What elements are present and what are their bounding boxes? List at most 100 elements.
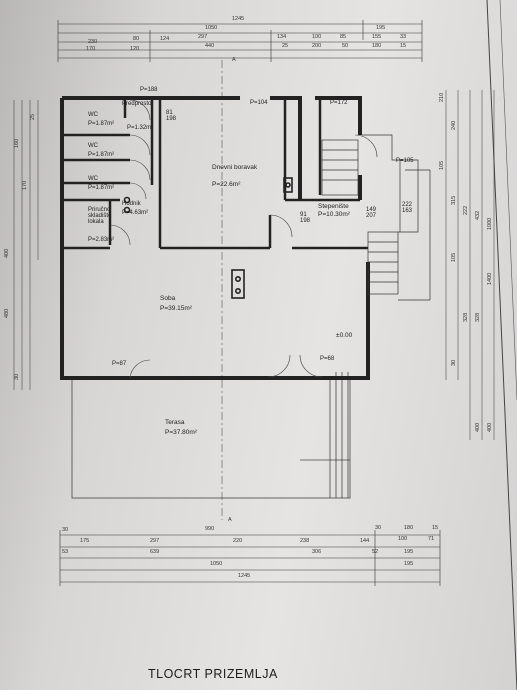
dim-top-200: 200 xyxy=(312,43,322,49)
mark-81-198: 81 198 xyxy=(166,110,177,122)
dim-bot-639: 639 xyxy=(150,549,160,555)
dim-top-120: 120 xyxy=(130,46,140,52)
mark-91-198: 91 198 xyxy=(300,212,311,224)
dim-top-180: 180 xyxy=(372,43,382,49)
dim-top-297: 297 xyxy=(198,34,208,40)
wc1-area: P=1.87m² xyxy=(88,121,115,127)
dim-left-3: 170 xyxy=(22,180,28,190)
dim-right-9: 328 xyxy=(463,312,469,322)
dim-bot-1245: 1245 xyxy=(238,573,251,579)
mark-p104: P=104 xyxy=(250,100,268,106)
dim-bot-195: 195 xyxy=(404,549,414,555)
terrace-outline xyxy=(71,372,351,499)
mark-p172: P=172 xyxy=(330,100,348,106)
terasa-label: Terasa xyxy=(165,419,185,426)
predprostor-label: Predprostor xyxy=(122,101,154,107)
dim-bot-238: 238 xyxy=(300,538,310,544)
dim-bot-1050: 1050 xyxy=(210,561,223,567)
wc3-label: WC xyxy=(88,176,98,182)
mark-p105: P=105 xyxy=(396,158,414,164)
section-mark-bottom: A xyxy=(228,517,232,523)
mark-p188: P=188 xyxy=(140,87,158,93)
dim-right-0: 210 xyxy=(439,92,445,102)
spremiste-area: P=2.83m² xyxy=(88,237,115,243)
mark-222-163: 222 163 xyxy=(402,202,413,214)
outer-walls xyxy=(60,96,370,380)
plan-title: TLOCRT PRIZEMLJA xyxy=(148,667,278,681)
stepeniste-label: Stepenište xyxy=(318,203,349,210)
dim-left-1: 400 xyxy=(4,248,10,258)
right-dimensions xyxy=(445,90,495,440)
hodnik-area: P=4.63m² xyxy=(122,210,149,216)
dim-right-13: 400 xyxy=(487,422,493,432)
dim-bot-52: 52 xyxy=(372,549,379,555)
dim-bot-30: 30 xyxy=(62,527,69,533)
wc2-label: WC xyxy=(88,143,98,149)
dim-top-15: 15 xyxy=(400,43,407,49)
dim-bot-30b: 30 xyxy=(375,525,382,531)
bottom-dimensions xyxy=(59,530,441,586)
dim-top-440: 440 xyxy=(205,43,215,49)
dim-bot-15: 15 xyxy=(432,525,439,531)
terasa-area: P=37.80m² xyxy=(165,429,197,436)
door-swings xyxy=(109,99,378,379)
section-mark-top: A xyxy=(232,57,236,63)
chimney xyxy=(123,177,293,299)
dim-right-10: 328 xyxy=(475,312,481,322)
level-mark: ±0.00 xyxy=(336,332,353,339)
dim-top-170: 170 xyxy=(86,46,96,52)
dim-bot-306: 306 xyxy=(312,549,322,555)
inner-walls xyxy=(62,100,368,250)
dim-right-6: 1000 xyxy=(487,217,493,230)
dim-top-155: 155 xyxy=(372,34,382,40)
hodnik-label: Hodnik xyxy=(122,201,141,207)
dim-bot-175: 175 xyxy=(80,538,90,544)
dim-top-85: 85 xyxy=(340,34,347,40)
dim-top-134: 134 xyxy=(277,34,287,40)
stepeniste-area: P=10.30m² xyxy=(318,211,350,218)
dim-left-2: 160 xyxy=(14,138,20,148)
top-dimensions xyxy=(57,20,423,62)
mark-p87: P=87 xyxy=(112,361,127,367)
dim-top-33: 33 xyxy=(400,34,407,40)
dim-left-0: 480 xyxy=(4,308,10,318)
wc1-label: WC xyxy=(88,112,98,118)
dim-right-7: 105 xyxy=(451,252,457,262)
dim-bot-53: 53 xyxy=(62,549,69,555)
spremiste-label: Priručno skladište lokala xyxy=(88,207,112,225)
dim-bot-144: 144 xyxy=(360,538,370,544)
dim-top-50: 50 xyxy=(342,43,349,49)
dim-top-25: 25 xyxy=(282,43,289,49)
left-dimensions xyxy=(13,100,39,390)
wc3-area: P=1.87m² xyxy=(88,185,115,191)
dim-top-100: 100 xyxy=(312,34,322,40)
wc2-area: P=1.87m² xyxy=(88,152,115,158)
dim-top-124: 124 xyxy=(160,36,170,42)
soba-label: Soba xyxy=(160,295,176,302)
dim-right-8: 1400 xyxy=(487,272,493,285)
dim-right-5: 432 xyxy=(475,210,481,220)
dim-right-11: 30 xyxy=(451,359,457,366)
dnevni-label: Dnevni boravak xyxy=(212,164,258,171)
dim-bot-220: 220 xyxy=(233,538,243,544)
dim-right-12: 400 xyxy=(475,422,481,432)
dim-right-4: 222 xyxy=(463,205,469,215)
dim-bot-990: 990 xyxy=(205,526,215,532)
dim-right-1: 240 xyxy=(451,120,457,130)
dim-bot-195b: 195 xyxy=(404,561,414,567)
dim-left-4: 25 xyxy=(30,113,36,120)
stairs xyxy=(321,134,431,301)
dim-top-total: 1245 xyxy=(232,16,245,22)
dnevni-area: P=22.6m² xyxy=(212,181,241,188)
dim-bot-180: 180 xyxy=(404,525,414,531)
dim-top-195: 195 xyxy=(376,25,386,31)
mark-p68: P=68 xyxy=(320,356,335,362)
dim-top-230: 230 xyxy=(88,39,98,45)
dim-right-2: 105 xyxy=(439,160,445,170)
dim-top-80: 80 xyxy=(133,36,140,42)
dim-bot-100: 100 xyxy=(398,536,408,542)
soba-area: P=39.15m² xyxy=(160,305,192,312)
